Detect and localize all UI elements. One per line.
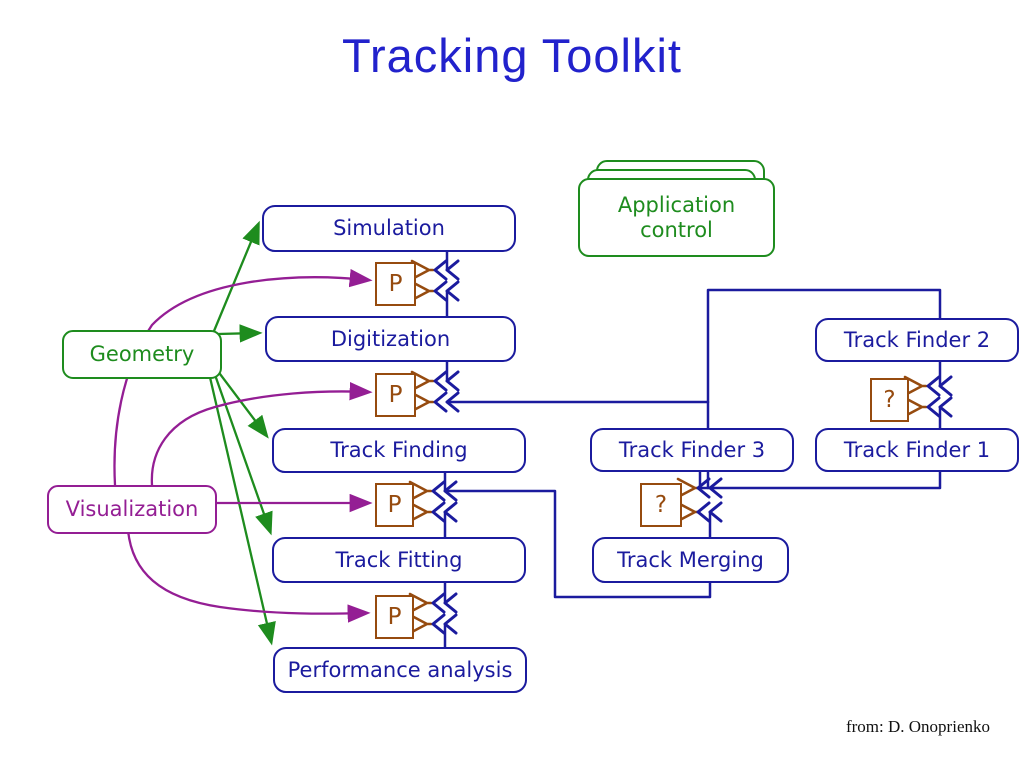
node-track-finder-2: Track Finder 2 [815,318,1019,362]
param-box-simulation: P [375,262,416,306]
node-track-finder-1: Track Finder 1 [815,428,1019,472]
param-box-track-finding: P [375,483,414,527]
node-simulation: Simulation [262,205,516,252]
param-box-track-fitting: P [375,595,414,639]
node-track-merging: Track Merging [592,537,789,583]
slide-title: Tracking Toolkit [342,29,682,82]
credit-text: from: D. Onoprienko [845,717,990,736]
question-box-track-finder-2: ? [870,378,909,422]
node-visualization: Visualization [47,485,217,534]
node-digitization: Digitization [265,316,516,362]
node-application-control: Application control [578,178,775,257]
node-track-finding: Track Finding [272,428,526,473]
node-performance-analysis: Performance analysis [273,647,527,693]
node-geometry: Geometry [62,330,222,379]
node-track-finder-3: Track Finder 3 [590,428,794,472]
node-track-fitting: Track Fitting [272,537,526,583]
question-box-track-finder-3: ? [640,483,682,527]
param-box-digitization: P [375,373,416,417]
